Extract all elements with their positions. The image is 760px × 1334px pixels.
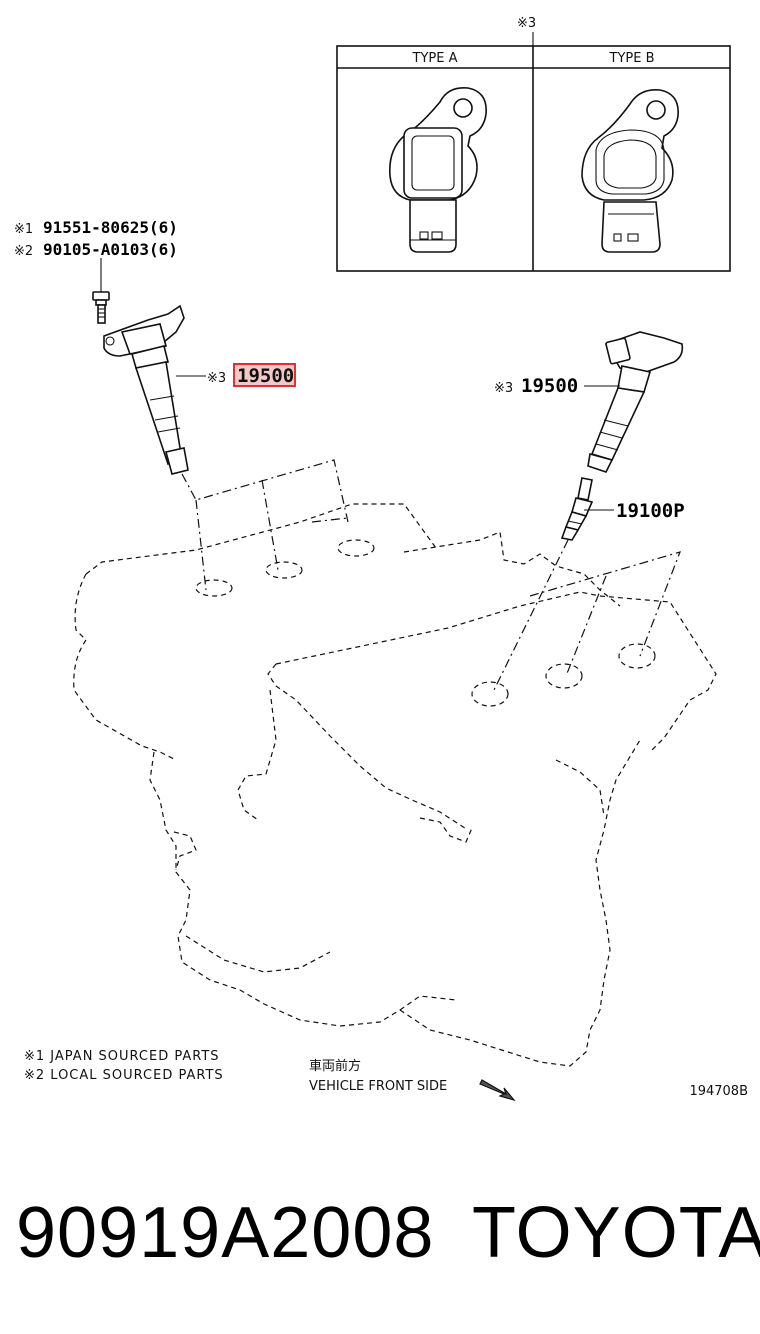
type-b-label: TYPE B bbox=[609, 51, 655, 66]
footer-part-number: 90919A2008 bbox=[16, 1193, 435, 1273]
right-coil-mark: ※3 bbox=[494, 381, 513, 396]
vehicle-front-en: VEHICLE FRONT SIDE bbox=[309, 1079, 447, 1094]
product-footer: 90919A2008 TOYOTA bbox=[0, 1185, 760, 1295]
front-direction-arrow-icon bbox=[479, 1079, 516, 1102]
inset-ref-mark: ※3 bbox=[517, 16, 536, 31]
right-ignition-coil-drawing bbox=[587, 331, 684, 473]
engine-block-outline bbox=[73, 503, 717, 1067]
right-coil-part[interactable]: 19500 bbox=[521, 375, 578, 397]
left-coil-mark: ※3 bbox=[207, 371, 226, 386]
left-coil-part[interactable]: 19500 bbox=[237, 365, 294, 387]
bolt-line1-part[interactable]: 91551-80625(6) bbox=[43, 218, 178, 237]
bolt-line2-mark: ※2 bbox=[14, 244, 33, 259]
note-japan-sourced: ※1 JAPAN SOURCED PARTS bbox=[24, 1049, 220, 1064]
footer-brand: TOYOTA bbox=[472, 1193, 760, 1273]
spark-plug-part[interactable]: 19100P bbox=[616, 500, 685, 522]
figure-id: 194708B bbox=[689, 1084, 748, 1099]
left-coil-highlight bbox=[233, 363, 296, 387]
type-a-coil-drawing bbox=[388, 86, 487, 253]
coil-type-inset: ※3 TYPE A TYPE B bbox=[336, 16, 731, 272]
bolt-line1-mark: ※1 bbox=[14, 222, 33, 237]
note-local-sourced: ※2 LOCAL SOURCED PARTS bbox=[24, 1068, 224, 1083]
spark-plug-drawing bbox=[560, 477, 594, 541]
type-b-coil-drawing bbox=[581, 88, 679, 253]
vehicle-front-jp: 車両前方 bbox=[309, 1058, 361, 1074]
bolt-line2-part[interactable]: 90105-A0103(6) bbox=[43, 240, 178, 259]
connection-lines bbox=[181, 459, 681, 691]
type-a-label: TYPE A bbox=[412, 51, 458, 66]
left-ignition-coil-drawing bbox=[103, 304, 189, 475]
bolt-callout: ※1 91551-80625(6) ※2 90105-A0103(6) bbox=[14, 218, 178, 292]
bolt-drawing bbox=[92, 291, 110, 324]
